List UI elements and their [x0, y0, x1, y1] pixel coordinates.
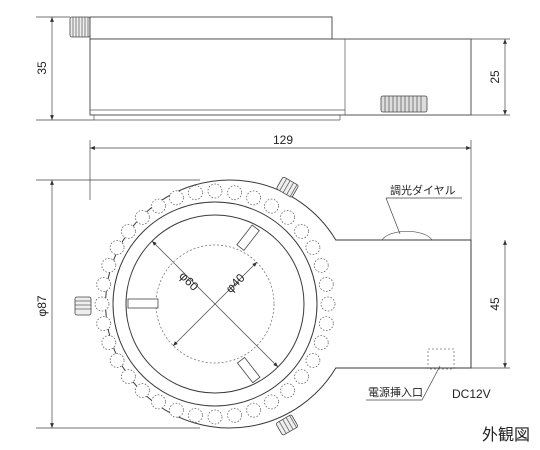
dimension-height-body: 25 [471, 38, 510, 116]
diameter-60-label: φ60 [176, 269, 201, 294]
knob-bottom-right [276, 414, 298, 436]
led-dot [187, 185, 203, 201]
led-dot [134, 383, 150, 399]
led-ring-inner-edge [112, 201, 318, 407]
led-dot [280, 383, 296, 399]
led-dot [109, 353, 125, 368]
led-dot [264, 394, 279, 410]
dimension-height-total-label: 35 [35, 61, 49, 75]
led-dot [207, 409, 223, 425]
side-view: 35 25 [35, 16, 510, 121]
led-dot [151, 394, 166, 410]
led-dot [227, 185, 243, 201]
side-view-top-plate [89, 16, 333, 40]
led-dot [318, 316, 334, 332]
led-dot [187, 407, 203, 423]
dimension-width-total-label: 129 [273, 133, 293, 147]
led-dot [134, 209, 150, 225]
led-dot [313, 335, 329, 351]
diameter-40-label: φ40 [223, 271, 248, 296]
dimension-arm-height-label: 45 [488, 297, 502, 311]
drawing-title: 外観図 [482, 425, 530, 444]
voltage-label: DC12V [452, 387, 491, 401]
led-dot [109, 240, 125, 255]
side-view-knob [69, 16, 91, 38]
side-view-dimmer-dial [380, 95, 428, 113]
led-dot [96, 316, 112, 332]
knob-top-right [276, 176, 299, 198]
top-view: 129 [35, 133, 510, 436]
led-dot [101, 335, 117, 351]
led-dot [207, 183, 223, 199]
dimension-height-total: 35 [35, 16, 94, 121]
dimension-outer-diameter-label: φ87 [35, 295, 49, 316]
led-dot [168, 402, 184, 418]
led-dot [305, 353, 321, 368]
led-dot [227, 407, 243, 423]
led-dot [101, 257, 117, 273]
diameter-60-circle [125, 214, 305, 394]
led-dot [318, 276, 334, 292]
dimmer-dial-callout: 調光ダイヤル [385, 183, 462, 235]
led-dot [96, 276, 112, 292]
knob-left [74, 296, 92, 316]
led-ring [94, 183, 336, 425]
dimmer-dial-label: 調光ダイヤル [390, 183, 456, 197]
led-dot [246, 190, 262, 206]
led-dot [280, 209, 296, 225]
power-jack-outline [427, 348, 455, 370]
led-dot [294, 369, 310, 385]
power-jack-callout: 電源挿入口 DC12V [366, 365, 491, 401]
led-dot [168, 190, 184, 206]
led-dot [264, 198, 279, 214]
led-dot [120, 369, 136, 385]
led-dot [246, 402, 262, 418]
led-dot [120, 223, 136, 239]
led-dot [94, 296, 110, 312]
led-dot [151, 198, 166, 214]
dimension-height-body-label: 25 [488, 70, 502, 84]
led-dot [305, 240, 321, 255]
dimmer-dial-outline [381, 230, 433, 241]
diameter-leader-lines [151, 240, 279, 368]
led-dot [320, 296, 336, 312]
led-dot [294, 223, 310, 239]
dimension-arm-height: 45 [471, 240, 510, 369]
power-jack-label: 電源挿入口 [368, 385, 423, 399]
dimension-width-total: 129 [89, 133, 472, 240]
led-dot [313, 257, 329, 273]
dimension-outer-diameter: φ87 [35, 179, 200, 429]
